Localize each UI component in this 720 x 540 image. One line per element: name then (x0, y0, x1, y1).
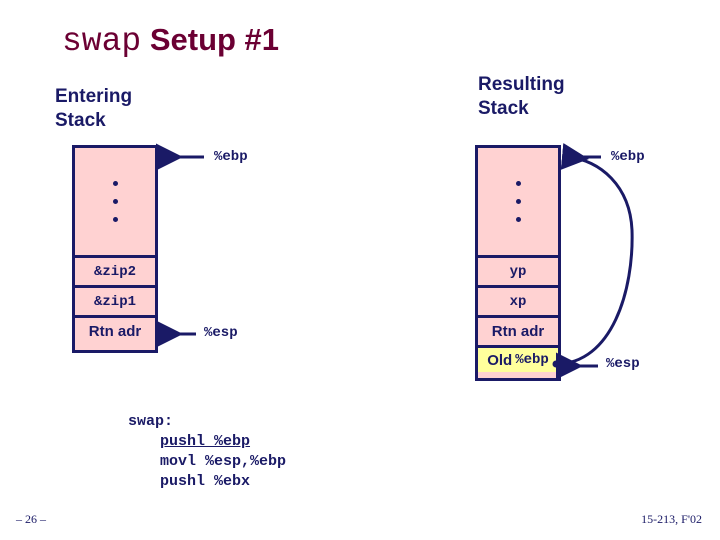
ellipsis-dot (112, 199, 118, 204)
page-number: – 26 – (16, 512, 46, 526)
resulting-stack-diagram: yp xp Rtn adr Old%ebp (475, 145, 561, 381)
stack-cell-ellipsis (478, 148, 558, 255)
title-sans-part: Setup #1 (141, 22, 280, 57)
entering-stack-heading: Entering Stack (55, 86, 133, 131)
entering-stack-diagram: &zip2 &zip1 Rtn adr (72, 145, 158, 353)
stack-cell-ellipsis (75, 148, 155, 255)
code-line-pushl-ebp: pushl %ebp (160, 433, 251, 450)
code-line-pushl-ebx: pushl %ebx (160, 473, 251, 490)
saved-frame-pointer-curve (555, 142, 634, 366)
ellipsis-dot (515, 217, 521, 222)
code-line-label: swap: (128, 413, 174, 430)
stack-cell-rtn-adr: Rtn adr (478, 315, 558, 345)
code-line-movl: movl %esp,%ebp (160, 453, 287, 470)
old-ebp-prefix: Old (487, 351, 513, 369)
assembly-code-block: swap: pushl %ebp movl %esp,%ebp pushl %ebx (128, 412, 286, 492)
resulting-esp-label: %esp (606, 356, 640, 372)
ellipsis-dot (112, 181, 118, 186)
course-tag: 15-213, F'02 (641, 512, 702, 526)
ellipsis-dot (515, 199, 521, 204)
page-title: swap Setup #1 (62, 22, 279, 60)
old-ebp-register: %ebp (515, 352, 549, 368)
entering-ebp-label: %ebp (214, 149, 248, 165)
stack-cell-old-ebp: Old%ebp (478, 345, 558, 372)
ellipsis-dot (112, 217, 118, 222)
stack-cell-yp: yp (478, 255, 558, 285)
ellipsis-dot (515, 181, 521, 186)
resulting-ebp-label: %ebp (611, 149, 645, 165)
stack-cell-xp: xp (478, 285, 558, 315)
stack-cell-zip1: &zip1 (75, 285, 155, 315)
resulting-stack-heading: Resulting Stack (478, 74, 565, 119)
title-mono-part: swap (62, 23, 142, 60)
stack-cell-zip2: &zip2 (75, 255, 155, 285)
entering-esp-label: %esp (204, 325, 238, 341)
stack-cell-rtn-adr: Rtn adr (75, 315, 155, 345)
